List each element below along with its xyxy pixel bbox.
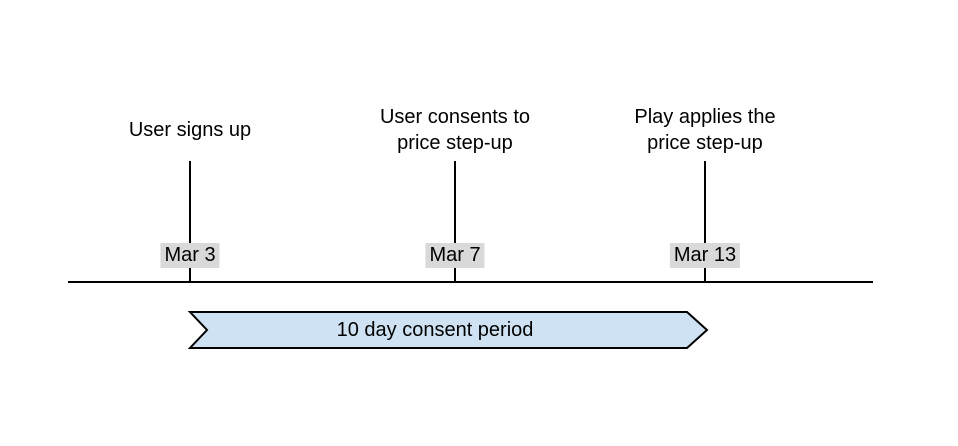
- event-label-apply-line2: price step-up: [647, 132, 763, 154]
- event-label-apply-line1: Play applies the: [634, 106, 776, 128]
- event-date-apply: Mar 13: [669, 243, 741, 268]
- consent-period-banner: [187, 311, 709, 349]
- event-label-apply: Play applies the price step-up: [634, 104, 775, 156]
- consent-period-label: 10 day consent period: [336, 319, 534, 341]
- event-label-consent-line1: User consents to: [379, 106, 531, 128]
- event-label-signup: User signs up: [129, 117, 251, 143]
- event-label-consent-line2: price step-up: [397, 132, 513, 154]
- event-date-signup: Mar 3: [160, 243, 220, 268]
- event-date-consent: Mar 7: [425, 243, 485, 268]
- event-label-signup-line1: User signs up: [128, 119, 252, 141]
- event-label-consent: User consents to price step-up: [380, 104, 530, 156]
